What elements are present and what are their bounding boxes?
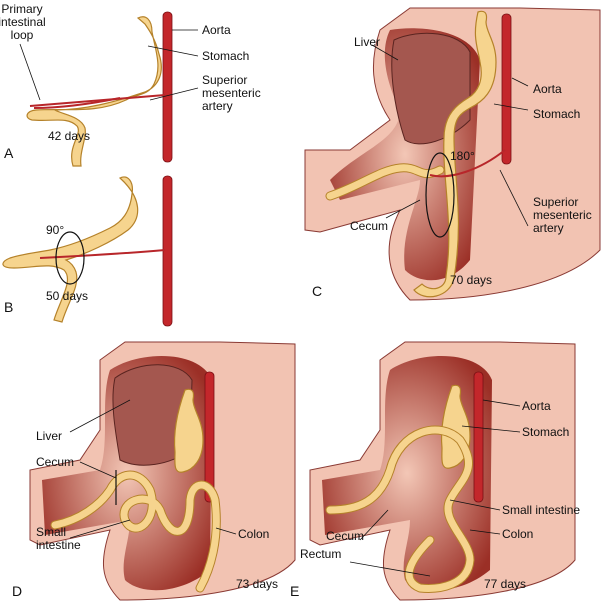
label-age: 77 days <box>484 577 526 591</box>
panel-e: Aorta Stomach Small intestine Colon Cecu… <box>290 341 580 601</box>
label-colon: Colon <box>238 527 269 541</box>
sma-branch <box>33 97 121 109</box>
panel-letter: B <box>4 299 13 315</box>
leader-line <box>79 461 117 479</box>
leader-line <box>349 561 431 577</box>
label-stomach: Stomach <box>202 49 249 63</box>
panel-letter: C <box>312 283 322 299</box>
small-intestine-and-colon <box>51 471 220 592</box>
label-cecum: Cecum <box>36 455 74 469</box>
superior-mesenteric-artery <box>39 249 166 259</box>
label-cecum: Cecum <box>350 219 388 233</box>
stomach-and-duodenum <box>413 10 497 298</box>
label-stomach: Stomach <box>522 425 569 439</box>
label-liver: Liver <box>354 35 380 49</box>
label-aorta: Aorta <box>522 399 551 413</box>
aorta <box>162 11 173 163</box>
leader-line <box>371 44 399 61</box>
panel-letter: A <box>4 145 14 161</box>
leader-line <box>215 527 237 535</box>
label-colon: Colon <box>502 527 533 541</box>
label-liver: Liver <box>36 429 62 443</box>
label-rectum: Rectum <box>300 547 341 561</box>
small-intestine <box>326 164 444 200</box>
leader-line <box>359 509 389 541</box>
leader-line <box>493 103 529 111</box>
leader-line <box>499 169 529 227</box>
leader-line <box>149 87 199 101</box>
leader-line <box>482 399 521 407</box>
label-age: 50 days <box>46 289 88 303</box>
leader-line <box>69 399 131 433</box>
stomach-and-primary-loop <box>26 16 162 167</box>
aorta <box>204 371 215 503</box>
label-stomach: Stomach <box>533 107 580 121</box>
panel-letter: D <box>12 583 22 599</box>
rotation-arrow-icon <box>425 152 455 238</box>
leader-line <box>385 199 421 219</box>
label-age: 42 days <box>48 129 90 143</box>
label-cecum: Cecum <box>326 529 364 543</box>
aorta <box>473 371 484 503</box>
label-rotation: 90° <box>46 223 64 237</box>
leader-line <box>461 425 521 433</box>
label-aorta: Aorta <box>202 23 231 37</box>
label-age: 70 days <box>450 273 492 287</box>
superior-mesenteric-artery <box>29 94 166 107</box>
label-small-intestine: Small intestine <box>502 503 580 517</box>
colon-and-small-intestine <box>326 426 474 592</box>
leader-line <box>147 45 199 57</box>
label-rotation: 180° <box>450 149 475 163</box>
panel-letter: E <box>290 583 299 599</box>
leader-line <box>511 77 529 87</box>
rotation-arrow-icon <box>55 231 85 285</box>
superior-mesenteric-artery <box>429 149 506 178</box>
liver <box>112 364 193 466</box>
leader-line <box>69 519 131 539</box>
label-aorta: Aorta <box>533 82 562 96</box>
leader-line <box>19 43 41 101</box>
leader-line <box>469 529 501 535</box>
label-age: 73 days <box>236 577 278 591</box>
liver <box>391 32 471 145</box>
aorta <box>501 13 512 165</box>
panel-b: 90° 50 days B <box>2 175 173 327</box>
stomach <box>173 388 204 473</box>
leader-line <box>449 499 501 511</box>
